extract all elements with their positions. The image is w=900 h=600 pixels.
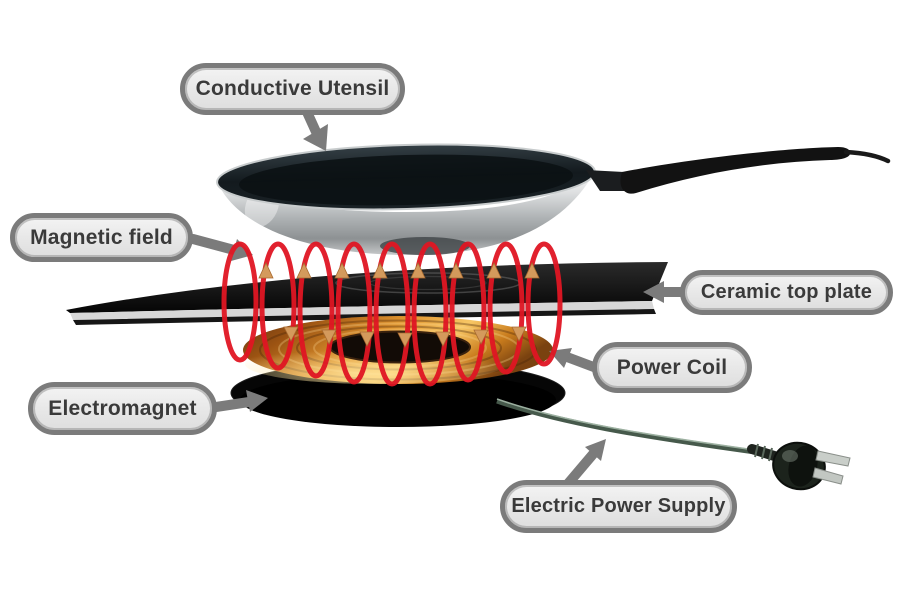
field-loop-4 xyxy=(335,241,373,385)
magnetic-field-arrow xyxy=(188,234,253,261)
field-loop-7 xyxy=(449,241,487,383)
frying-pan xyxy=(216,143,891,256)
field-up-arrowhead xyxy=(448,262,464,279)
plate-front-edge-silver xyxy=(70,301,654,320)
electromagnet-disc-lower xyxy=(240,373,556,427)
field-direction-arrowheads xyxy=(258,262,540,348)
plug-prong-top xyxy=(815,450,851,467)
pan-handle-hook xyxy=(843,149,891,164)
magnetic-field-lines xyxy=(221,241,563,387)
power-cord xyxy=(496,398,756,455)
field-down-arrowhead xyxy=(321,329,337,345)
electric-power-supply-arrow xyxy=(561,439,606,491)
field-loop-9 xyxy=(525,241,563,367)
label-ceramic-top-plate-text: Ceramic top plate xyxy=(700,281,873,303)
field-down-arrowhead xyxy=(473,329,489,345)
label-conductive-utensil: Conductive Utensil xyxy=(180,63,405,115)
pan-handle xyxy=(620,147,851,194)
plug-highlight xyxy=(782,450,798,462)
field-loop-5 xyxy=(373,241,411,387)
label-power-coil: Power Coil xyxy=(592,342,752,393)
field-up-arrowhead xyxy=(524,262,540,279)
pan-interior-nonstick xyxy=(239,154,573,206)
label-electromagnet-text: Electromagnet xyxy=(48,396,197,420)
field-down-arrowhead xyxy=(511,326,527,342)
label-conductive-utensil-text: Conductive Utensil xyxy=(195,77,390,100)
field-up-arrowhead xyxy=(296,262,312,279)
field-up-arrowhead xyxy=(372,262,388,279)
field-loop-1 xyxy=(221,241,259,363)
field-up-arrowhead xyxy=(486,262,502,279)
field-down-arrowhead xyxy=(435,331,451,347)
conductive-utensil-arrow xyxy=(302,107,328,151)
label-magnetic-field: Magnetic field xyxy=(10,213,193,262)
label-electromagnet: Electromagnet xyxy=(28,382,217,435)
field-down-arrowhead xyxy=(397,332,413,348)
field-up-arrowhead xyxy=(334,262,350,279)
field-loop-3 xyxy=(297,241,335,379)
cord-sheen xyxy=(496,398,756,451)
label-ceramic-top-plate: Ceramic top plate xyxy=(680,270,893,315)
label-electric-power-supply: Electric Power Supply xyxy=(500,480,737,533)
label-power-coil-text: Power Coil xyxy=(616,355,728,379)
label-magnetic-field-text: Magnetic field xyxy=(30,225,173,249)
pan-body xyxy=(217,173,594,256)
label-electric-power-supply-text: Electric Power Supply xyxy=(511,495,726,517)
cord-line xyxy=(496,398,756,455)
field-down-arrowhead xyxy=(283,326,299,342)
field-up-arrowhead xyxy=(410,262,426,279)
plug-prong-bottom xyxy=(812,467,844,485)
field-down-arrowhead xyxy=(359,331,375,347)
power-plug xyxy=(747,441,851,491)
plug-boot-ribs xyxy=(754,443,773,462)
field-loop-8 xyxy=(487,241,525,375)
field-up-arrowhead xyxy=(258,262,274,279)
electromagnet-arrow xyxy=(211,390,268,412)
field-loop-2 xyxy=(259,241,297,371)
field-loop-6 xyxy=(411,241,449,387)
